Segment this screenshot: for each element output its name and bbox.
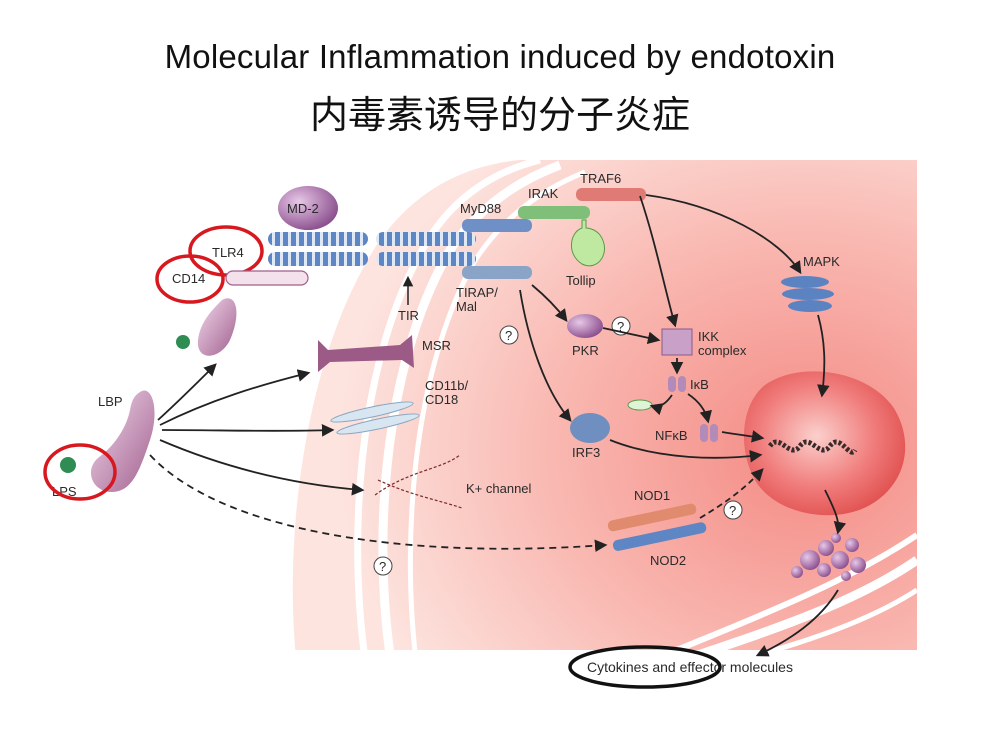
ikk-complex — [661, 328, 693, 356]
k-channel — [374, 454, 463, 509]
irf3-label: IRF3 — [572, 445, 600, 460]
cd14-label: CD14 — [172, 271, 205, 286]
nfkb-label: NFκB — [655, 428, 688, 443]
question-label-lps: ? — [379, 559, 386, 574]
k-channel-label: K+ channel — [466, 481, 532, 496]
irf3-protein — [570, 413, 610, 443]
lbp-label: LBP — [98, 394, 123, 409]
mapk-label: MAPK — [803, 254, 840, 269]
traf6-protein — [576, 188, 646, 201]
slide-subtitle: 内毒素诱导的分子炎症 — [309, 93, 690, 137]
tir-label: TIR — [398, 308, 419, 323]
cytokines-highlight-circle — [568, 645, 722, 689]
unknown-pathway-marker-lps — [373, 556, 393, 576]
ikk-complex-label: complex — [698, 343, 747, 358]
mal-label: Mal — [456, 299, 477, 314]
question-label-nod: ? — [729, 503, 736, 518]
pkr-protein — [567, 314, 603, 338]
msr-receptor — [318, 335, 414, 372]
myd88-label: MyD88 — [460, 201, 501, 216]
nod1-protein — [607, 503, 697, 532]
nfkb-protein — [700, 424, 718, 442]
md2-label: MD-2 — [287, 201, 319, 216]
nod2-label: NOD2 — [650, 553, 686, 568]
nod1-label: NOD1 — [634, 488, 670, 503]
lps-molecule — [60, 457, 76, 473]
unknown-pathway-marker-nod — [723, 500, 743, 520]
tlr4-receptor — [268, 232, 476, 266]
degraded-ikb — [627, 399, 653, 411]
cd11b-label: CD11b/ — [425, 378, 469, 393]
cd11b-cd18-integrin — [330, 401, 420, 435]
dna-icon — [767, 439, 858, 455]
question-label-pkr: ? — [617, 319, 624, 334]
ikk-label: IKK — [698, 329, 719, 344]
traf6-label: TRAF6 — [580, 171, 621, 186]
tlr4-label: TLR4 — [212, 245, 244, 260]
ikb-protein — [668, 376, 686, 392]
irak-protein — [518, 206, 590, 219]
lps-molecule-upper — [176, 335, 190, 349]
cd14-highlight-circle — [155, 254, 225, 304]
intracellular-signal-arrows — [519, 194, 847, 657]
slide-title: Molecular Inflammation induced by endoto… — [164, 38, 836, 75]
myd88-protein — [462, 219, 532, 232]
cd14-protein — [225, 270, 309, 286]
tirap-label: TIRAP/ — [456, 285, 498, 300]
nucleus — [743, 371, 906, 516]
question-label-tirap: ? — [505, 328, 512, 343]
md2-protein — [278, 186, 338, 230]
unknown-pathway-marker-tirap — [499, 325, 519, 345]
nod2-protein — [612, 522, 707, 551]
ikb-label: IκB — [690, 377, 709, 392]
cd18-label: CD18 — [425, 392, 458, 407]
tollip-protein — [571, 219, 605, 267]
lbp-lps-complex-upper — [197, 298, 237, 356]
lps-label: LPS — [52, 484, 77, 499]
lps-highlight-circle — [43, 443, 117, 501]
mapk-protein — [781, 276, 834, 312]
irak-label: IRAK — [528, 186, 559, 201]
pkr-label: PKR — [572, 343, 599, 358]
tirap-mal-protein — [462, 266, 532, 279]
cytokines-label: Cytokines and effector molecules — [587, 659, 793, 675]
msr-label: MSR — [422, 338, 451, 353]
lbp-protein — [90, 390, 155, 492]
tollip-label: Tollip — [566, 273, 596, 288]
effector-molecules-cluster — [791, 533, 866, 581]
lbp-signal-arrows — [149, 363, 608, 553]
